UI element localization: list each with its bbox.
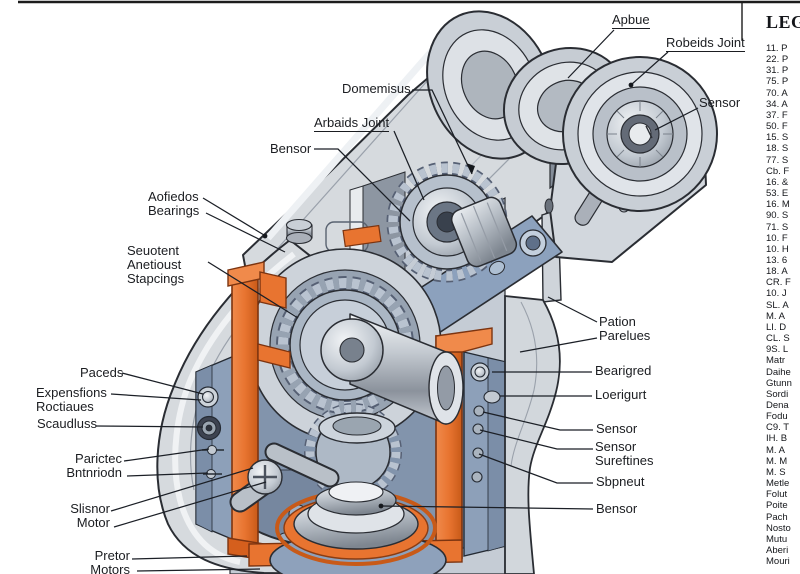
legend-item: Dena <box>766 400 789 411</box>
legend-item: 50. F <box>766 121 788 133</box>
motor-stack <box>229 442 447 574</box>
legend-item: 13. 6 <box>766 254 788 266</box>
legend-item: 22. P <box>766 54 789 66</box>
legend-item: Mouri <box>766 556 790 568</box>
label-bensor-bottom: Bensor <box>596 501 638 516</box>
legend-item: Metle <box>766 478 790 490</box>
front-joint-cylinder <box>562 56 718 212</box>
legend-title: LEGEND <box>766 12 800 32</box>
legend-item: 71. S <box>766 221 789 233</box>
legend-item: IH. B <box>766 433 788 445</box>
legend-item: Folut <box>766 489 788 501</box>
label-paceds: Paceds <box>80 365 124 380</box>
legend-item: 16. M <box>766 199 790 211</box>
legend-item: Mutu <box>766 533 788 545</box>
label-robeids-joint: Robeids Joint <box>666 35 745 52</box>
legend-item: 9S. L <box>766 344 789 356</box>
legend-item: 75. P <box>766 76 789 88</box>
legend-item: LI. D <box>766 321 787 333</box>
leader-dots <box>262 82 634 509</box>
legend-item: Cb. F <box>766 165 790 177</box>
legend-item: Gtunn <box>766 377 792 389</box>
clevis-joint-cluster <box>426 10 718 263</box>
legend-item: 34. A <box>766 98 788 110</box>
left-panel <box>195 354 235 542</box>
legend-item: C9. T <box>766 422 790 434</box>
legend-item: CR. F <box>766 277 791 289</box>
label-apbue: Apbue <box>612 12 650 29</box>
legend-item: 18. S <box>766 143 789 155</box>
legend-item: M. A <box>766 444 786 456</box>
legend-item: Sordi <box>766 388 789 400</box>
legend-panel: LEGEND 11. P22. P31. P75. P70. A34. A37.… <box>766 12 800 567</box>
legend-item: Nosto <box>766 522 791 534</box>
label-loerigurt: Loerigurt <box>595 387 647 402</box>
small-valve <box>285 218 313 245</box>
legend-item: Aberi <box>766 545 789 557</box>
legend-item: Fodu <box>766 411 788 423</box>
legend-item: M. M <box>766 455 788 467</box>
main-shaft <box>320 313 464 425</box>
label-arbaids-joint: Arbaids Joint <box>314 115 390 132</box>
legend-item: 16. & <box>766 176 789 188</box>
label-bensor-top: Bensor <box>270 141 312 156</box>
label-bearigred: Bearigred <box>595 363 652 378</box>
legend-item: 53. E <box>766 188 789 200</box>
legend-item: 90. S <box>766 210 789 222</box>
legend-item: 15. S <box>766 132 789 144</box>
legend-item: 10. F <box>766 232 788 244</box>
legend-item: 70. A <box>766 87 788 99</box>
legend-item: 10. H <box>766 243 789 255</box>
label-sbpneut: Sbpneut <box>596 474 645 489</box>
legend-item: 77. S <box>766 154 789 166</box>
legend-item: M. S <box>766 466 786 478</box>
legend-item: 37. F <box>766 109 788 121</box>
right-panel <box>463 351 507 557</box>
right-wall <box>504 295 561 574</box>
legend-item: Poite <box>766 500 788 512</box>
legend-item: CL. S <box>766 333 790 345</box>
label-domemisus: Domemisus <box>342 81 411 96</box>
leader-lines <box>95 29 699 572</box>
legend-item: 18. A <box>766 266 788 278</box>
legend-item: 11. P <box>766 43 788 54</box>
label-sensor-mid: Sensor <box>596 421 638 436</box>
legend-item: Daihe <box>766 366 791 378</box>
label-sensor-top: Sensor <box>699 95 741 110</box>
legend-item: Matr <box>766 355 785 367</box>
legend-item: SL. A <box>766 299 789 311</box>
legend-item: 31. P <box>766 65 789 77</box>
legend-item: M. A <box>766 310 786 322</box>
label-scaudluss: Scaudluss <box>37 416 97 431</box>
legend-item: Pach <box>766 511 788 523</box>
legend-item: 10. J <box>766 288 787 300</box>
